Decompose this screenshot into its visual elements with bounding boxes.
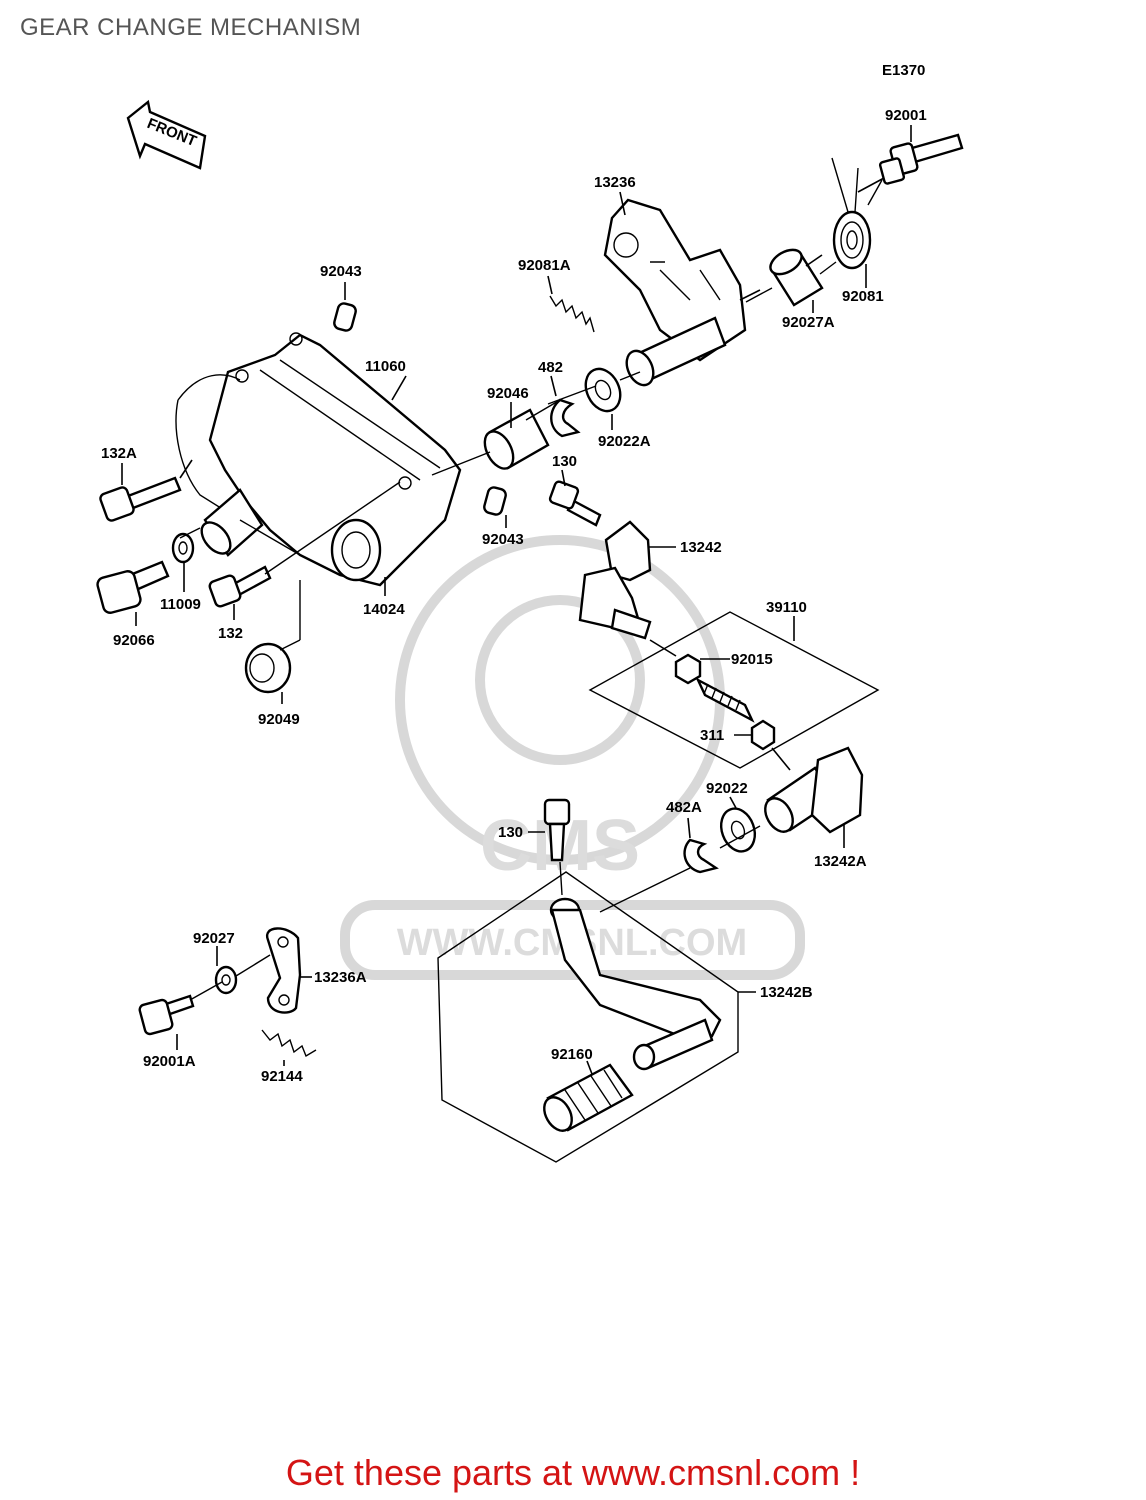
part-label: 92049 [258, 711, 300, 728]
pedal-13242b-drawing [437, 871, 739, 1163]
part-label: 311 [700, 727, 724, 744]
nut-311-drawing [750, 719, 776, 751]
circlip-482a-drawing [683, 838, 719, 874]
parts-diagram: CMS WWW.CMSNL.COM E1370 FRONT [96, 62, 964, 1163]
part-label: 13242 [680, 539, 722, 556]
part-label: 132 [218, 625, 243, 642]
part-label: 92043 [482, 531, 524, 548]
part-label: 92027 [193, 930, 235, 947]
spring-92081-drawing [831, 157, 872, 270]
leader-lines [121, 125, 912, 1075]
part-label: 92001 [885, 107, 927, 124]
washer-92027-drawing [214, 965, 238, 995]
arm-13236a-drawing [265, 927, 302, 1014]
assembly-39110-outline [588, 611, 880, 769]
part-label: 14024 [363, 601, 405, 618]
bolt-132-drawing [208, 565, 272, 608]
part-label: 13236A [314, 969, 367, 986]
spring-92081a-drawing [549, 295, 595, 333]
part-label: 13242B [760, 984, 813, 1001]
bearing-92046-drawing [483, 408, 550, 470]
part-label: 92081 [842, 288, 884, 305]
part-label: 11060 [365, 358, 406, 375]
part-label: 13242A [814, 853, 867, 870]
arm-13242a-drawing [764, 746, 864, 834]
part-label: 92022A [598, 433, 651, 450]
spring-92144-drawing [261, 1029, 317, 1058]
washer-11009-drawing [171, 532, 195, 564]
bolt-92001a-drawing [138, 994, 195, 1036]
part-label: 11009 [160, 596, 201, 613]
front-arrow-icon: FRONT [126, 99, 207, 170]
part-label: 92066 [113, 632, 155, 649]
part-label: 92022 [706, 780, 748, 797]
part-label: 92015 [731, 651, 773, 668]
bolt-92001-drawing [878, 133, 964, 185]
call-to-action-link[interactable]: Get these parts at www.cmsnl.com ! [285, 1452, 861, 1493]
nut-92015-drawing [674, 653, 702, 685]
part-label: 482A [666, 799, 702, 816]
dowel-92043-drawing [333, 302, 507, 516]
part-label: 92043 [320, 263, 362, 280]
part-labels: 92001 13236 92081A 92081 92043 11060 920… [101, 107, 927, 1085]
seal-92049-drawing [244, 642, 292, 694]
part-label: 92027A [782, 314, 835, 331]
part-label: 132A [101, 445, 137, 462]
rod-drawing [695, 677, 755, 723]
bolt-132a-drawing [99, 476, 182, 522]
cover-11060-drawing [175, 332, 462, 587]
part-label: 92046 [487, 385, 529, 402]
washer-92022-drawing [719, 807, 757, 853]
arm-13242-drawing [578, 520, 652, 640]
page-title: GEAR CHANGE MECHANISM [20, 14, 362, 41]
part-label: 92160 [551, 1046, 593, 1063]
part-label: 92001A [143, 1053, 196, 1070]
rubber-92160-drawing [543, 1063, 634, 1132]
circlip-482-drawing [550, 398, 581, 438]
bolt-130-lower-drawing [543, 798, 571, 862]
part-label: 13236 [594, 174, 636, 191]
part-label: 130 [498, 824, 523, 841]
part-label: 92144 [261, 1068, 303, 1085]
part-label: 130 [552, 453, 577, 470]
part-label: 482 [538, 359, 563, 376]
part-label: 39110 [766, 599, 807, 616]
collar-92027a-drawing [769, 248, 824, 307]
washer-92022a-drawing [584, 367, 622, 413]
part-label: 92081A [518, 257, 571, 274]
bolt-130-drawing [548, 480, 602, 527]
bolt-92066-drawing [96, 560, 170, 614]
shift-arm-13236-drawing [603, 198, 747, 387]
diagram-code: E1370 [882, 62, 925, 79]
